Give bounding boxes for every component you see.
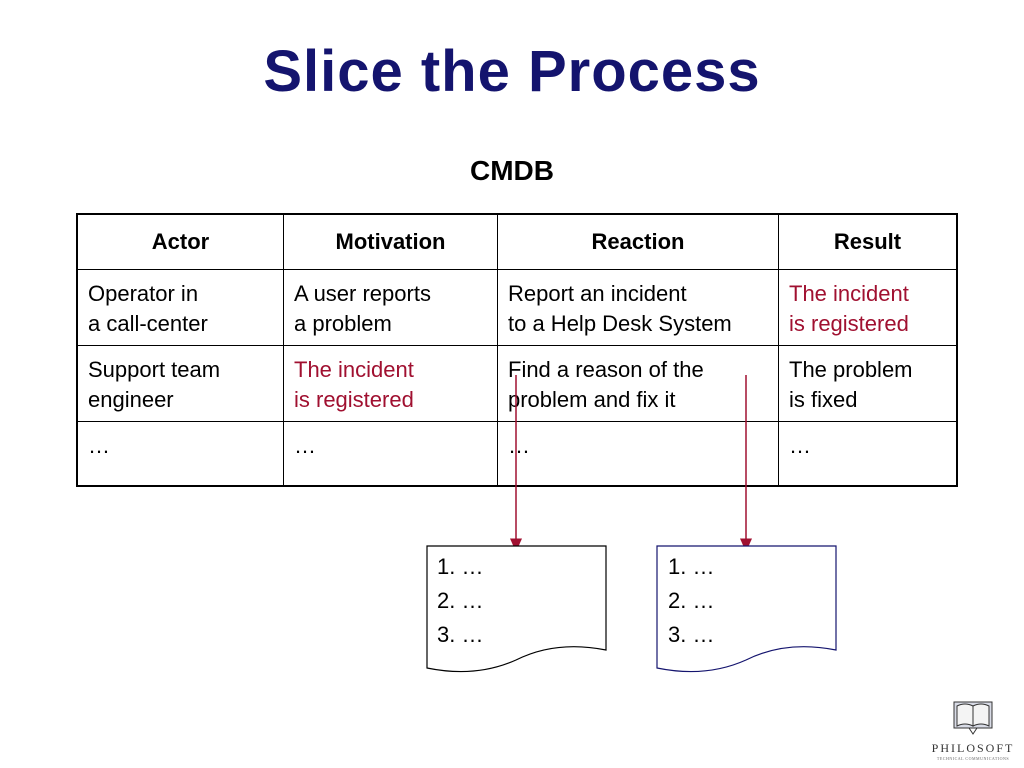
document-1-list: 1. … 2. … 3. … — [437, 550, 483, 652]
list-item: 2. … — [437, 588, 484, 613]
cell-line: is registered — [294, 387, 414, 412]
table-row: Support team engineer The incident is re… — [76, 345, 958, 422]
cell-line: Support team — [88, 357, 221, 382]
cell-line: is registered — [789, 311, 909, 336]
document-2-list: 1. … 2. … 3. … — [668, 550, 714, 652]
cell-motivation: A user reports a problem — [283, 269, 498, 346]
philosoft-logo: PHILOSOFT TECHNICAL COMMUNICATIONS — [925, 700, 1021, 761]
cell-line: The incident — [789, 281, 909, 306]
logo-tagline: TECHNICAL COMMUNICATIONS — [936, 756, 1010, 761]
table-row: Operator in a call-center A user reports… — [76, 269, 958, 346]
cell-line: Operator in — [88, 281, 199, 306]
cell-line: Report an incident — [508, 281, 687, 306]
slide-title: Slice the Process — [263, 39, 761, 104]
document-shape-1 — [426, 545, 607, 673]
list-item: 1. … — [668, 554, 715, 579]
list-item: 3. … — [437, 622, 484, 647]
cell-result: The incident is registered — [778, 269, 958, 346]
cell-line: Find a reason of the — [508, 357, 704, 382]
cell-reaction: Find a reason of the problem and fix it — [497, 345, 779, 422]
cell-line: problem and fix it — [508, 387, 676, 412]
cell-line: a problem — [294, 311, 392, 336]
list-item: 2. … — [668, 588, 715, 613]
list-item: 3. … — [668, 622, 715, 647]
list-item: 1. … — [437, 554, 484, 579]
cell-actor: Support team engineer — [76, 345, 284, 422]
logo-name: PHILOSOFT — [931, 741, 1015, 755]
cell-line: engineer — [88, 387, 174, 412]
cell-line: to a Help Desk System — [508, 311, 732, 336]
cell-line: The incident — [294, 357, 414, 382]
document-shape-2 — [656, 545, 837, 673]
table-row: … … … … — [76, 421, 958, 486]
header-actor: Actor — [76, 213, 284, 270]
cell-reaction: Report an incident to a Help Desk System — [497, 269, 779, 346]
cell-reaction: … — [497, 421, 779, 486]
book-icon — [953, 701, 993, 735]
cell-result: … — [778, 421, 958, 486]
cell-result: The problem is fixed — [778, 345, 958, 422]
cell-actor: Operator in a call-center — [76, 269, 284, 346]
process-table: Actor Motivation Reaction Result Operato… — [76, 213, 958, 487]
cell-line: The problem — [789, 357, 913, 382]
slide-subtitle: CMDB — [470, 155, 554, 186]
cell-line: A user reports — [294, 281, 431, 306]
cell-actor: … — [76, 421, 284, 486]
cell-motivation: The incident is registered — [283, 345, 498, 422]
header-motivation: Motivation — [283, 213, 498, 270]
cell-line: a call-center — [88, 311, 208, 336]
cell-line: is fixed — [789, 387, 858, 412]
cell-motivation: … — [283, 421, 498, 486]
